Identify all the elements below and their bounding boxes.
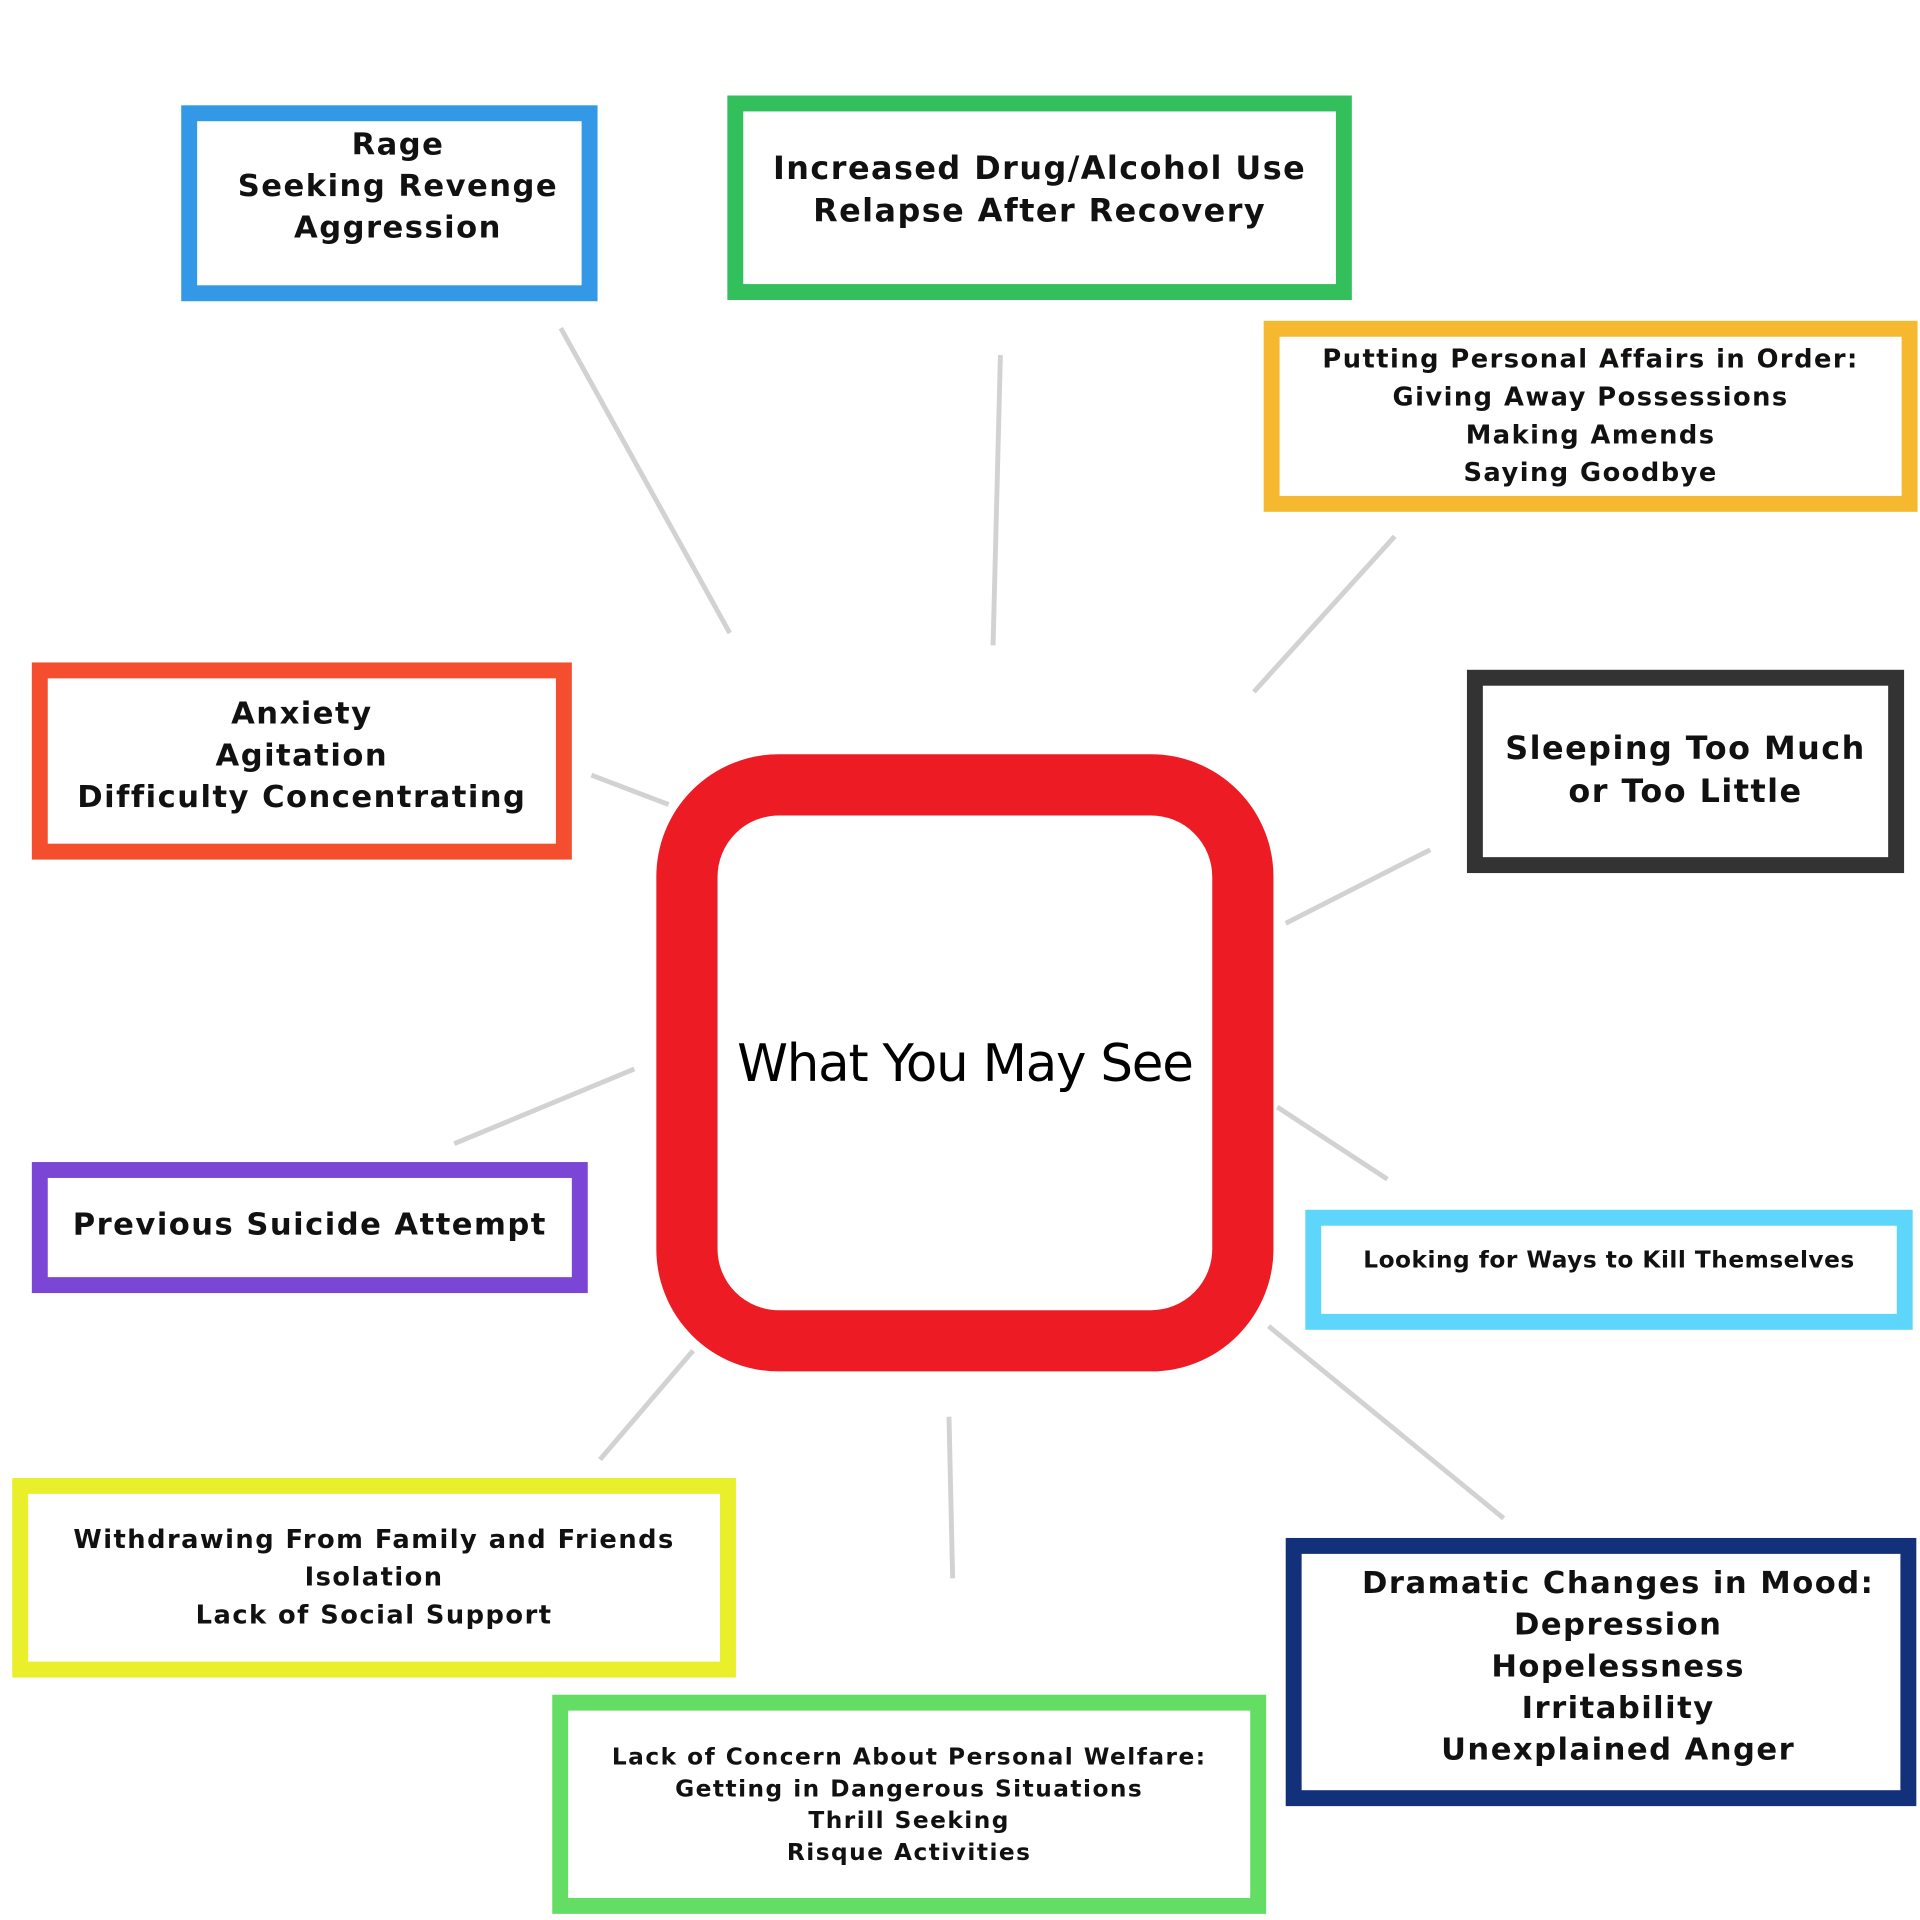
box-line: Withdrawing From Family and Friends — [73, 1524, 675, 1554]
box-line: Difficulty Concentrating — [77, 778, 527, 814]
box-line: Aggression — [294, 209, 502, 245]
box-line: Lack of Concern About Personal Welfare: — [611, 1743, 1207, 1771]
connector-sleep — [1284, 847, 1432, 926]
box-line: Irritability — [1521, 1689, 1715, 1725]
box-line: Isolation — [304, 1562, 444, 1592]
box-welfare: Lack of Concern About Personal Welfare: G… — [552, 1694, 1267, 1914]
box-line: Increased Drug/Alcohol Use — [772, 150, 1307, 187]
box-line: Making Amends — [1465, 420, 1716, 450]
box-line: Getting in Dangerous Situations — [675, 1774, 1144, 1802]
box-line: Risque Activities — [786, 1838, 1032, 1866]
connector-withdraw — [598, 1349, 695, 1462]
box-line: Putting Personal Affairs in Order: — [1322, 344, 1859, 374]
box-line: Hopelessness — [1491, 1647, 1745, 1684]
box-line: Agitation — [215, 736, 389, 773]
box-ways: Looking for Ways to Kill Themselves — [1305, 1209, 1913, 1330]
box-sleep: Sleeping Too Much or Too Little — [1466, 669, 1905, 874]
connector-anger — [558, 326, 732, 635]
connector-affairs — [1252, 534, 1397, 694]
connector-welfare — [946, 1416, 956, 1579]
box-line: Previous Suicide Attempt — [72, 1205, 547, 1242]
box-line: Depression — [1513, 1605, 1723, 1642]
connector-anxiety — [590, 772, 670, 807]
center-title: What You May See — [737, 1032, 1194, 1093]
box-line: Rage — [351, 126, 445, 162]
box-affairs: Putting Personal Affairs in Order: Giving… — [1263, 320, 1918, 512]
box-line: or Too Little — [1568, 773, 1803, 811]
box-line: Saying Goodbye — [1463, 457, 1718, 488]
box-line: Anxiety — [231, 694, 373, 731]
connector-attempt — [453, 1066, 636, 1146]
connector-substance — [990, 355, 1003, 646]
box-line: Dramatic Changes in Mood: — [1362, 1564, 1875, 1600]
center-node: What You May See — [656, 754, 1274, 1372]
box-line: Giving Away Possessions — [1392, 382, 1789, 412]
box-line: Lack of Social Support — [195, 1600, 553, 1630]
connector-ways — [1275, 1104, 1389, 1182]
box-line: Unexplained Anger — [1441, 1730, 1796, 1767]
box-line: Sleeping Too Much — [1505, 731, 1866, 768]
box-line: Looking for Ways to Kill Themselves — [1363, 1246, 1855, 1274]
connector-mood — [1267, 1324, 1506, 1521]
box-line: Relapse After Recovery — [813, 192, 1267, 230]
box-line: Seeking Revenge — [237, 167, 559, 204]
box-line: Thrill Seeking — [808, 1806, 1010, 1834]
box-attempt: Previous Suicide Attempt — [31, 1162, 588, 1294]
